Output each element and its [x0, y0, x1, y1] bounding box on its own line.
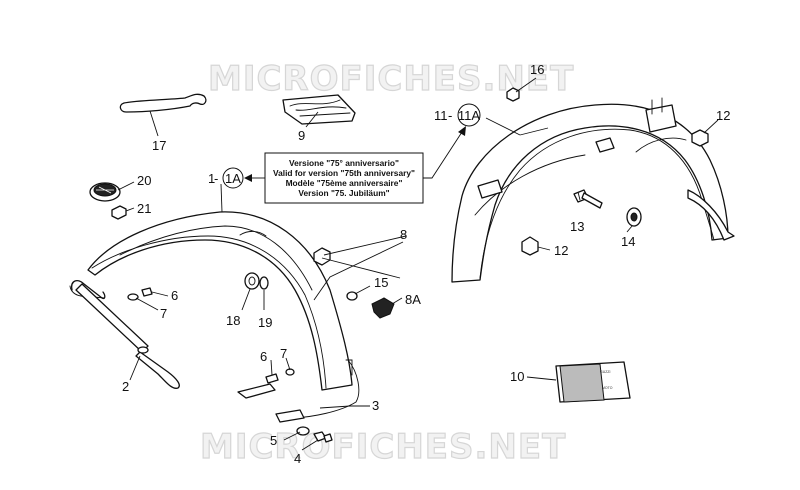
version-note-box: Versione "75° anniversario" Valid for ve…: [264, 152, 424, 204]
label-8: 8: [400, 227, 407, 242]
label-15: 15: [374, 275, 388, 290]
watermark-top: MICROFICHES.NET: [208, 59, 574, 99]
screw-13: [573, 189, 603, 209]
nut-16: [506, 87, 520, 102]
label-21: 21: [137, 201, 151, 216]
label-12-lower: 12: [554, 243, 568, 258]
owner-manual: GUZZI MOTO: [555, 361, 631, 403]
label-10: 10: [510, 369, 524, 384]
fastener-8: [313, 247, 331, 266]
clip-8a: [371, 297, 395, 319]
washer-15: [346, 291, 358, 301]
svg-text:Version "75. Jubiläum": Version "75. Jubiläum": [298, 188, 389, 198]
callout-11a: 11A: [457, 103, 481, 127]
label-6-left: 6: [171, 288, 178, 303]
washer-19: [259, 276, 269, 290]
label-11: 11: [434, 108, 448, 123]
rubber-18: [244, 272, 260, 290]
nut-12-lower: [521, 236, 539, 256]
washer-7-left: [127, 293, 139, 301]
label-6-bottom: 6: [260, 349, 267, 364]
nut-12-right: [691, 129, 709, 147]
label-17: 17: [152, 138, 166, 153]
label-1-dash: -: [214, 171, 218, 186]
svg-text:1A: 1A: [225, 171, 241, 186]
label-8a: 8A: [405, 292, 421, 307]
leader-lines: [117, 77, 719, 451]
hook-wrench: [119, 93, 207, 113]
washer-5: [296, 426, 310, 436]
label-7-left: 7: [160, 306, 167, 321]
front-stay: [69, 279, 180, 389]
svg-text:11A: 11A: [458, 108, 480, 123]
front-mudguard: [87, 211, 360, 423]
badge-nut: [111, 205, 127, 220]
label-12-right: 12: [716, 108, 730, 123]
label-5: 5: [270, 433, 277, 448]
label-14: 14: [621, 234, 635, 249]
callout-1a: 1A: [222, 167, 244, 189]
label-18: 18: [226, 313, 240, 328]
label-9: 9: [298, 128, 305, 143]
label-2: 2: [122, 379, 129, 394]
svg-text:GUZZI: GUZZI: [600, 370, 611, 374]
nut-14: [626, 207, 642, 227]
tool-bag: [282, 94, 356, 125]
watermark-bottom: MICROFICHES.NET: [200, 427, 566, 467]
svg-text:Versione "75° anniversario": Versione "75° anniversario": [289, 158, 399, 168]
svg-text:MOTO: MOTO: [602, 386, 613, 390]
screw-6-left: [141, 287, 153, 297]
screw-4: [313, 431, 333, 443]
label-20: 20: [137, 173, 151, 188]
rear-mudguard: [451, 97, 735, 283]
badge: [89, 182, 121, 202]
svg-text:Valid for version "75th annive: Valid for version "75th anniversary": [273, 168, 415, 178]
label-11-dash: -: [448, 108, 452, 123]
label-13: 13: [570, 219, 584, 234]
label-19: 19: [258, 315, 272, 330]
note-arrows: [244, 126, 466, 182]
label-4: 4: [294, 451, 301, 466]
screw-6-bottom: [265, 373, 279, 384]
label-7-bottom: 7: [280, 346, 287, 361]
label-16: 16: [530, 62, 544, 77]
svg-text:Modèle "75ème anniversaire": Modèle "75ème anniversaire": [286, 178, 403, 188]
label-1: 1: [208, 171, 215, 186]
label-3: 3: [372, 398, 379, 413]
